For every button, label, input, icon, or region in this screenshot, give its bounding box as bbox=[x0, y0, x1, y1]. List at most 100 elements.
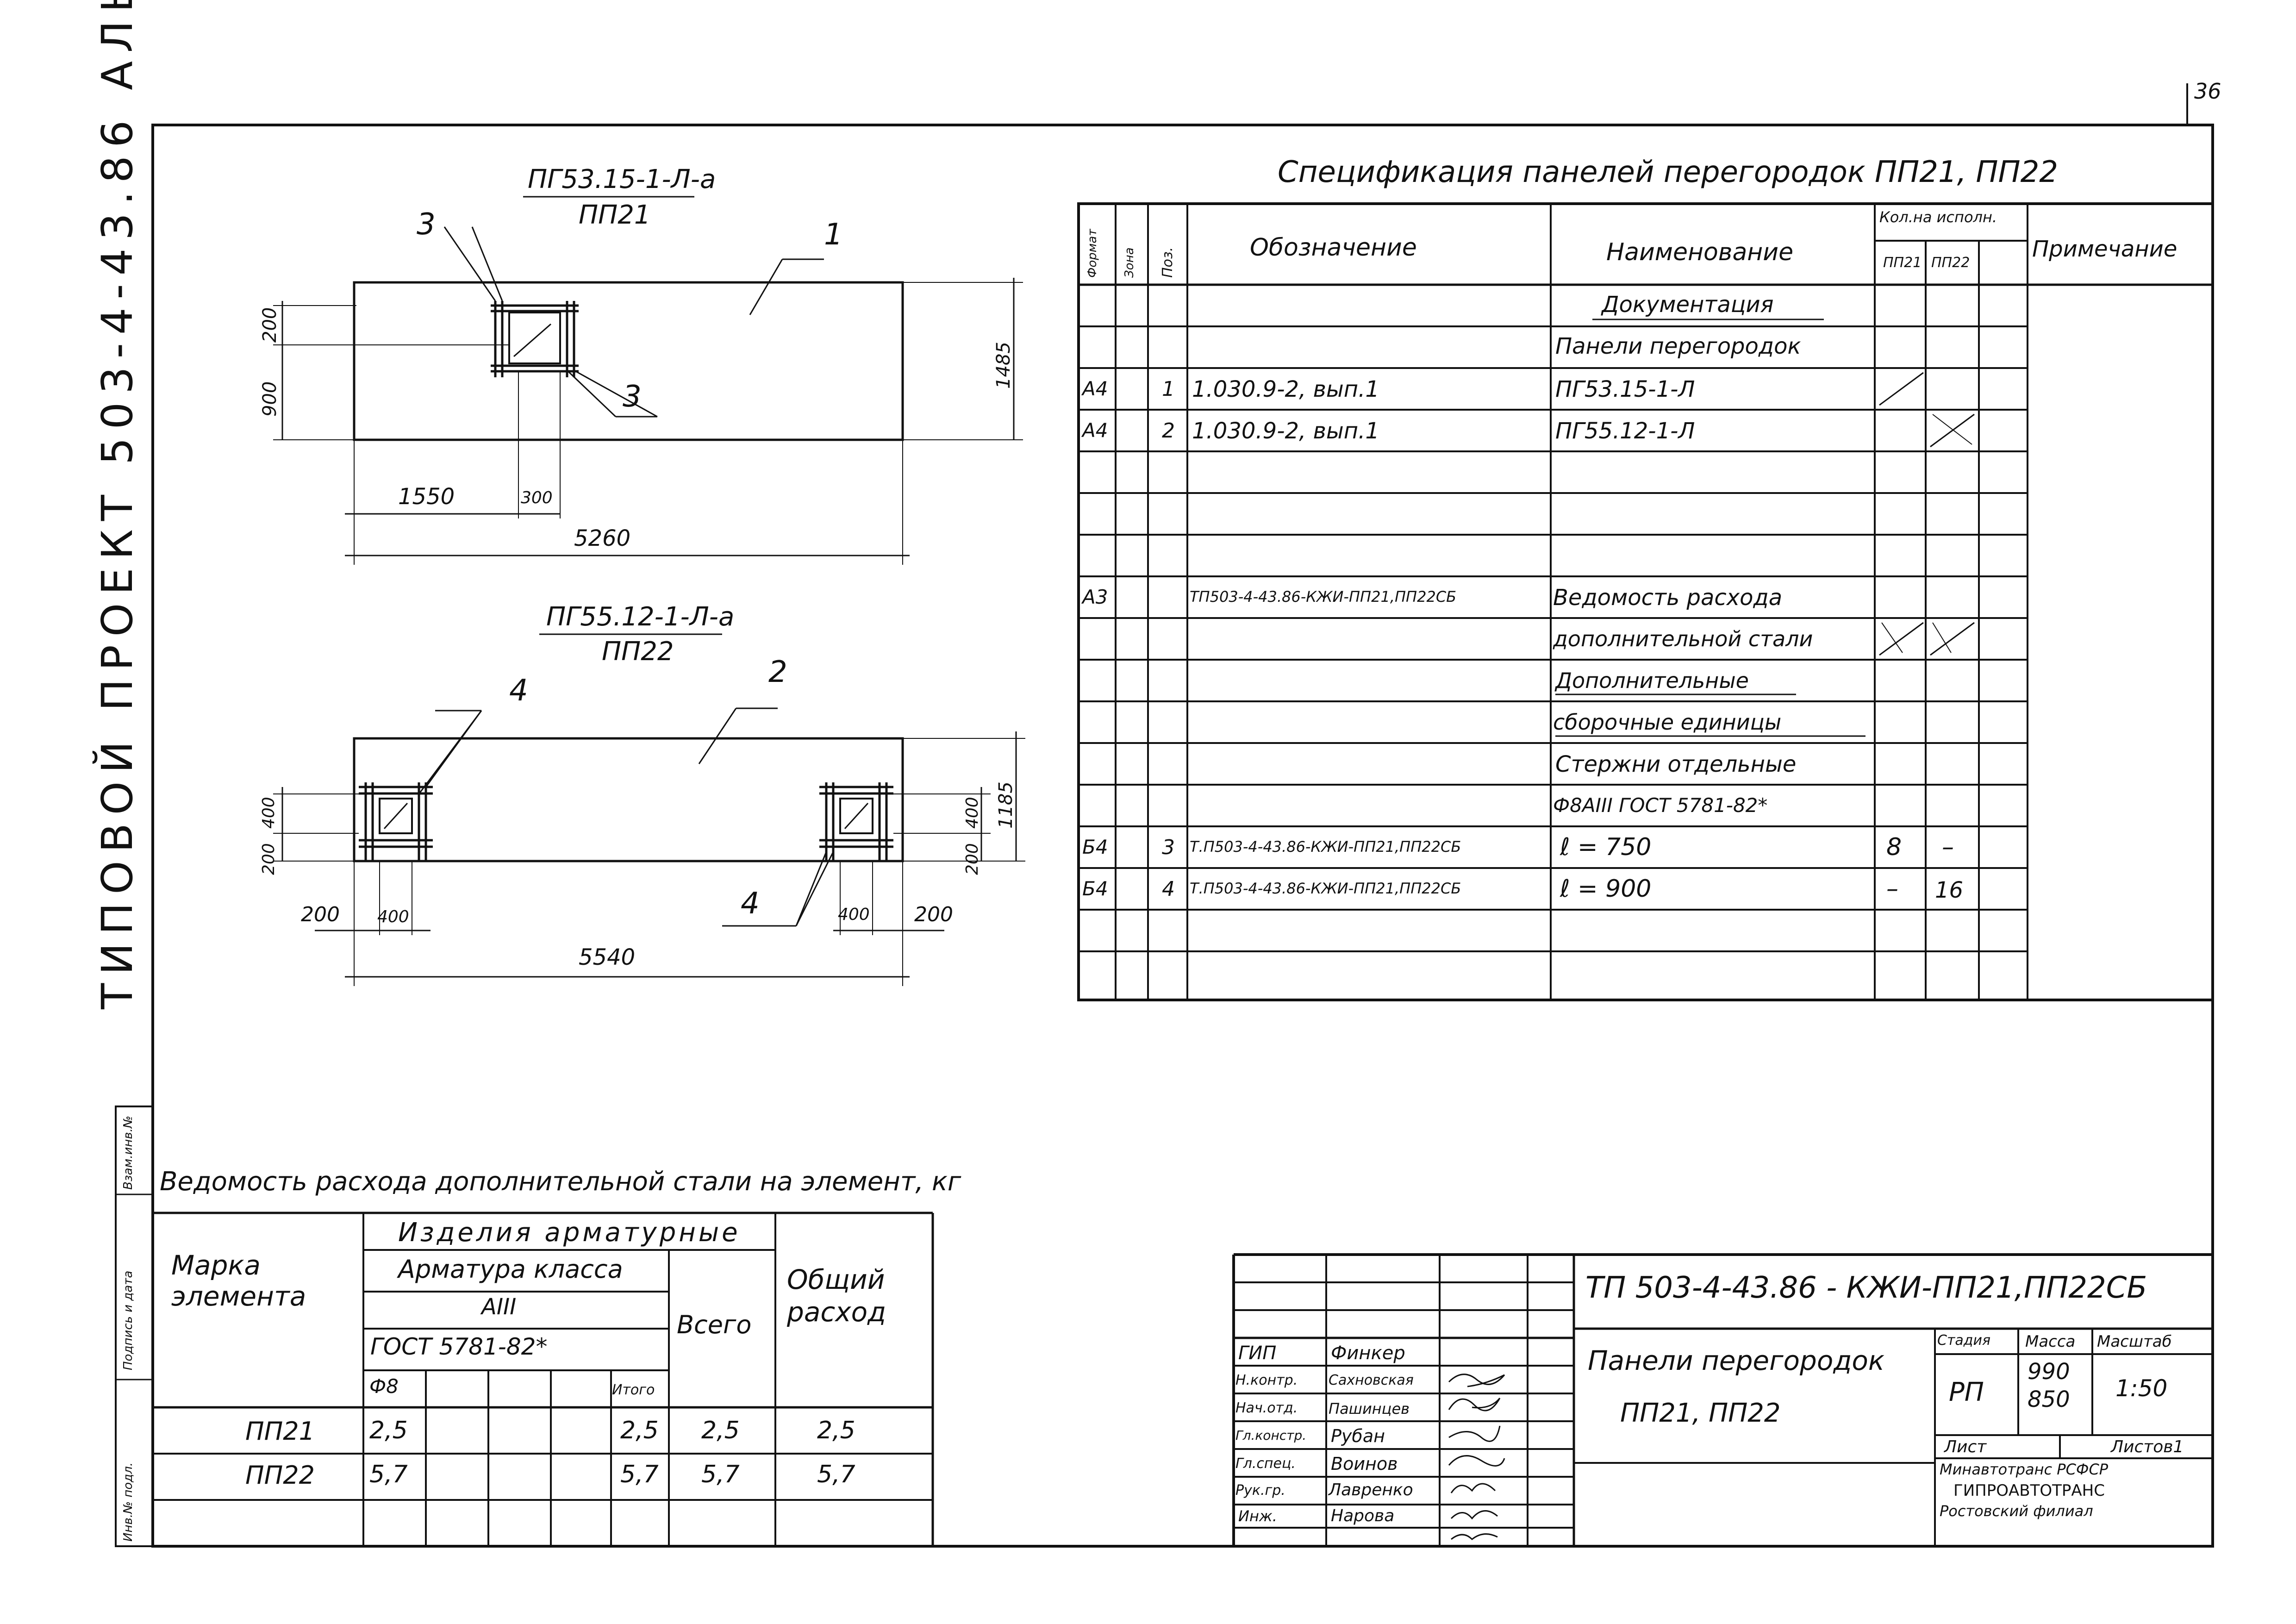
steel-h-items: Изделия арматурные bbox=[398, 1218, 741, 1248]
stamp-role: Н.контр. bbox=[1235, 1372, 1298, 1388]
steel-row-total: 2,5 bbox=[701, 1417, 740, 1444]
panel2-dim-left-edge: 200 bbox=[301, 903, 340, 926]
steel-row-itogo: 5,7 bbox=[620, 1461, 659, 1488]
spec-row-format: А4 bbox=[1082, 377, 1108, 400]
table-row: Б4 4 Т.П503-4-43.86-КЖИ-ПП21,ПП22СБ ℓ = … bbox=[1079, 868, 2028, 910]
panel2-callout-b: 4 bbox=[741, 887, 760, 921]
table-row: Б4 3 Т.П503-4-43.86-КЖИ-ПП21,ПП22СБ ℓ = … bbox=[1079, 826, 2028, 868]
stamp-sheet-h: Лист bbox=[1944, 1437, 1987, 1456]
table-row: Документация bbox=[1079, 285, 2028, 326]
panel2-dim-left-open: 400 bbox=[377, 907, 409, 926]
table-row: Панели перегородок bbox=[1079, 326, 2028, 368]
steel-row-mark: ПП21 bbox=[245, 1417, 315, 1446]
list-item: Нач.отд. Пашинцев bbox=[1234, 1393, 1440, 1421]
steel-row-total: 5,7 bbox=[701, 1461, 740, 1488]
panel1-callout-a: 3 bbox=[417, 207, 436, 242]
spec-header-qty: Кол.на исполн. bbox=[1879, 208, 1997, 226]
spec-row-name: ℓ = 750 bbox=[1560, 833, 1652, 861]
steel-h-general: Общий расход bbox=[787, 1264, 886, 1328]
spec-row-name: Ф8АIII ГОСТ 5781-82* bbox=[1553, 794, 1768, 817]
stamp-role: Инж. bbox=[1238, 1507, 1277, 1525]
list-item: Гл.констр. Рубан bbox=[1234, 1421, 1440, 1449]
steel-row-general: 2,5 bbox=[817, 1417, 855, 1444]
spec-row-pos: 3 bbox=[1162, 836, 1175, 859]
stamp-stage-h: Стадия bbox=[1937, 1332, 1991, 1349]
stamp-role: Гл.спец. bbox=[1235, 1455, 1296, 1472]
table-row: сборочные единицы bbox=[1079, 701, 2028, 743]
spec-row-q1: – bbox=[1886, 875, 1898, 903]
page-number: 36 bbox=[2194, 79, 2221, 104]
panel1-drawing bbox=[273, 196, 1023, 565]
stamp-role: Гл.констр. bbox=[1235, 1428, 1307, 1443]
stamp-org3: Ростовский филиал bbox=[1940, 1502, 2093, 1520]
table-row: Стержни отдельные bbox=[1079, 743, 2028, 785]
spec-row-pos: 4 bbox=[1162, 877, 1175, 901]
stamp-person: Финкер bbox=[1331, 1343, 1405, 1364]
stamp-role: Рук.гр. bbox=[1235, 1482, 1285, 1499]
stamp-mass-1: 990 bbox=[2028, 1359, 2070, 1385]
spec-row-name: Панели перегородок bbox=[1555, 333, 1801, 359]
panel2-dim-total: 5540 bbox=[579, 944, 636, 970]
steel-h-mark: Марка элемента bbox=[171, 1249, 306, 1312]
panel1-callout-c: 1 bbox=[824, 218, 843, 252]
steel-h-itogo: Итого bbox=[612, 1382, 655, 1398]
stamp-person: Нарова bbox=[1331, 1506, 1395, 1525]
panel2-mark: ПГ55.12-1-Л-а bbox=[546, 602, 735, 632]
spec-row-designation: Т.П503-4-43.86-КЖИ-ПП21,ПП22СБ bbox=[1190, 880, 1461, 897]
spec-row-format: Б4 bbox=[1082, 836, 1108, 858]
spec-row-name: Документация bbox=[1602, 292, 1774, 318]
panel2-dim-right-open: 400 bbox=[838, 905, 870, 924]
stamp-sheets-h: Листов1 bbox=[2111, 1437, 2184, 1456]
spec-header-qty1: ПП21 bbox=[1883, 255, 1922, 271]
stamp-role: ГИП bbox=[1238, 1343, 1277, 1364]
spec-row-format: А3 bbox=[1082, 586, 1108, 608]
spec-header-note: Примечание bbox=[2032, 236, 2177, 262]
panel1-dim-left: 1550 bbox=[398, 484, 455, 510]
spec-title: Спецификация панелей перегородок ПП21, П… bbox=[1278, 155, 2058, 189]
steel-h-class: Арматура класса bbox=[398, 1255, 623, 1284]
steel-h-aiii: АIII bbox=[481, 1294, 517, 1320]
spec-row-pos: 1 bbox=[1162, 377, 1175, 401]
spec-row-designation: 1.030.9-2, вып.1 bbox=[1192, 376, 1379, 402]
steel-h-d8: Ф8 bbox=[369, 1375, 399, 1398]
panel1-dim-total: 5260 bbox=[574, 525, 631, 551]
spec-row-name: сборочные единицы bbox=[1553, 710, 1782, 735]
steel-title: Ведомость расхода дополнительной стали н… bbox=[160, 1167, 961, 1197]
spec-table-grid bbox=[1077, 202, 2214, 1001]
list-item: Гл.спец. Воинов bbox=[1234, 1449, 1440, 1477]
panel2-drawing bbox=[273, 633, 1025, 986]
stamp-code: ТП 503-4-43.86 - КЖИ-ПП21,ПП22СБ bbox=[1585, 1271, 2147, 1305]
table-row: А4 1 1.030.9-2, вып.1 ПГ53.15-1-Л bbox=[1079, 368, 2028, 410]
spec-row-name: Стержни отдельные bbox=[1555, 751, 1797, 777]
list-item: Рук.гр. Лавренко bbox=[1234, 1477, 1440, 1502]
steel-row-d8: 5,7 bbox=[369, 1461, 408, 1488]
table-row: Ф8АIII ГОСТ 5781-82* bbox=[1079, 785, 2028, 826]
spec-row-name: ПГ53.15-1-Л bbox=[1555, 376, 1695, 402]
table-row: дополнительной стали bbox=[1079, 618, 2028, 660]
panel1-dim-opening: 300 bbox=[521, 488, 553, 507]
stamp-stage: РП bbox=[1949, 1377, 1984, 1407]
steel-table-grid bbox=[153, 1212, 934, 1546]
spec-row-designation: 1.030.9-2, вып.1 bbox=[1192, 418, 1379, 444]
spec-row-q2: – bbox=[1942, 833, 1954, 861]
spec-row-name: дополнительной стали bbox=[1553, 626, 1813, 651]
list-item: Инж. Нарова bbox=[1234, 1504, 1440, 1527]
steel-row-mark: ПП22 bbox=[245, 1461, 315, 1490]
table-row: ПП21 2,5 2,5 2,5 2,5 bbox=[153, 1407, 933, 1454]
panel1-callout-b: 3 bbox=[623, 380, 642, 414]
spec-row-name: ПГ55.12-1-Л bbox=[1555, 418, 1695, 444]
stamp-person: Лавренко bbox=[1329, 1480, 1413, 1499]
panel1-name: ПП21 bbox=[579, 200, 651, 230]
panel1-mark: ПГ53.15-1-Л-а bbox=[528, 164, 716, 194]
stamp-title2: ПП21, ПП22 bbox=[1620, 1398, 1781, 1428]
steel-row-general: 5,7 bbox=[817, 1461, 855, 1488]
spec-row-q1: 8 bbox=[1886, 833, 1902, 861]
spec-row-format: Б4 bbox=[1082, 877, 1108, 900]
stamp-mass-h: Масса bbox=[2025, 1332, 2076, 1351]
stamp-role: Нач.отд. bbox=[1235, 1400, 1298, 1416]
stamp-scale: 1:50 bbox=[2115, 1375, 2168, 1402]
panel2-dim-right-edge: 200 bbox=[914, 903, 953, 926]
stamp-scale-h: Масштаб bbox=[2097, 1332, 2172, 1351]
spec-row-name: ℓ = 900 bbox=[1560, 875, 1652, 903]
